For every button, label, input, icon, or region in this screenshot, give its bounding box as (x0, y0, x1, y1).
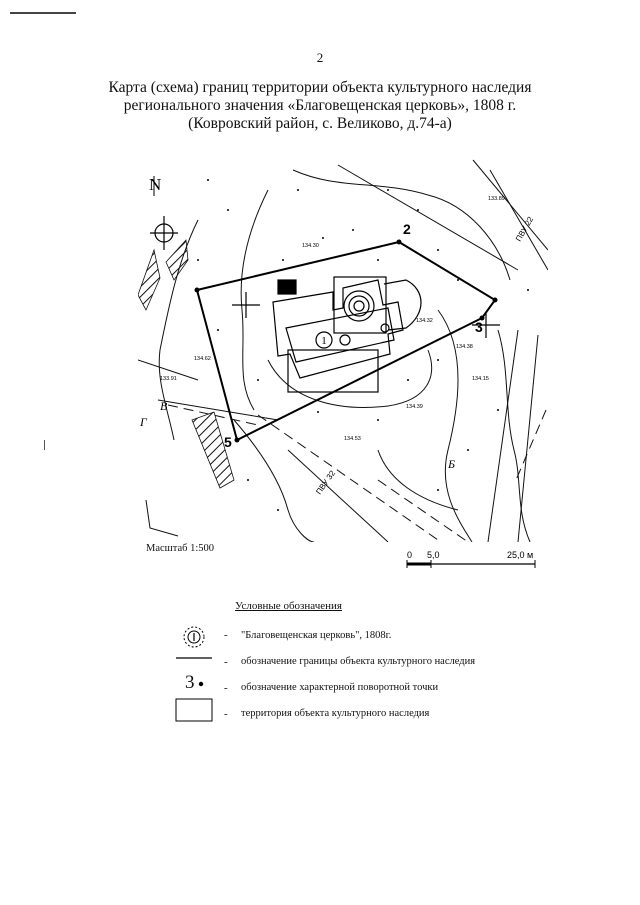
heritage-boundary[interactable] (195, 240, 497, 442)
point-5-label: 5 (224, 434, 232, 450)
elevation-label: 134.32 (416, 318, 433, 324)
church-legend-icon (183, 626, 205, 648)
elevation-label: 134.62 (194, 356, 211, 362)
scale-tick-0: 0 (407, 550, 412, 560)
scale-tick-25: 25,0 м (507, 550, 533, 560)
turning-point-legend-number: 3 (185, 672, 195, 693)
line-letter-v: В (160, 399, 168, 413)
church-marker-label: 1 (321, 335, 327, 347)
point-3-label: 3 (475, 319, 483, 335)
elevation-label: 134.53 (344, 436, 361, 442)
elevation-label: 133.91 (160, 376, 177, 382)
legend-boundary-text: обозначение границы объекта культурного … (241, 656, 476, 667)
legend-dash: - (224, 629, 228, 641)
boundary-map[interactable]: 1 2 3 5 N ПВУ 22 ПВУ 32 В Г Б 134.30 134… (138, 150, 548, 542)
church-marker[interactable]: 1 (315, 331, 333, 349)
page-number: 2 (316, 50, 324, 65)
turning-point-legend-dot (198, 681, 204, 687)
elevation-label: 134.39 (406, 404, 423, 410)
legend-dash: - (224, 656, 228, 668)
legend-heading: Условные обозначения (235, 600, 342, 612)
line-letter-g: Г (139, 415, 148, 429)
elevation-label: 134.38 (456, 344, 473, 350)
legend-dash: - (224, 708, 228, 720)
spot-marks (197, 179, 529, 511)
legend-dash: - (224, 682, 228, 694)
legend-territory-text: территория объекта культурного наследия (241, 708, 430, 719)
survey-crosses (150, 216, 500, 338)
map-title-line-2: регионального значения «Благовещенская ц… (123, 97, 517, 114)
margin-mark (44, 440, 45, 450)
scale-bar: 0 5,0 25,0 м (406, 550, 536, 568)
map-title-line-3: (Ковровский район, с. Великово, д.74-а) (188, 115, 452, 132)
map-title-line-1: Карта (схема) границ территории объекта … (108, 79, 532, 96)
elevation-label: 134.15 (472, 376, 489, 382)
boundary-legend-line (176, 657, 212, 659)
street-label-1: ПВУ 22 (514, 215, 536, 243)
elevation-labels: 134.30 134.32 134.38 134.15 134.53 134.3… (160, 196, 505, 442)
point-2-label: 2 (403, 221, 411, 237)
elevation-label: 133.89 (488, 196, 505, 202)
road-edges (138, 159, 548, 542)
legend-turning-point-text: обозначение характерной поворотной точки (241, 682, 439, 693)
north-label: N (149, 175, 161, 194)
header-rule (10, 12, 76, 14)
scale-tick-5: 5,0 (427, 550, 440, 560)
church-building[interactable] (272, 276, 422, 393)
fence-hatching (138, 239, 235, 537)
scale-label: Масштаб 1:500 (146, 543, 215, 554)
territory-legend-box (175, 698, 213, 722)
turning-points[interactable]: 2 3 5 (194, 221, 498, 450)
dashed-lines (167, 404, 547, 542)
elevation-label: 134.30 (302, 243, 319, 249)
legend-church-text: "Благовещенская церковь", 1808г. (241, 630, 392, 641)
line-letter-b: Б (447, 457, 455, 471)
